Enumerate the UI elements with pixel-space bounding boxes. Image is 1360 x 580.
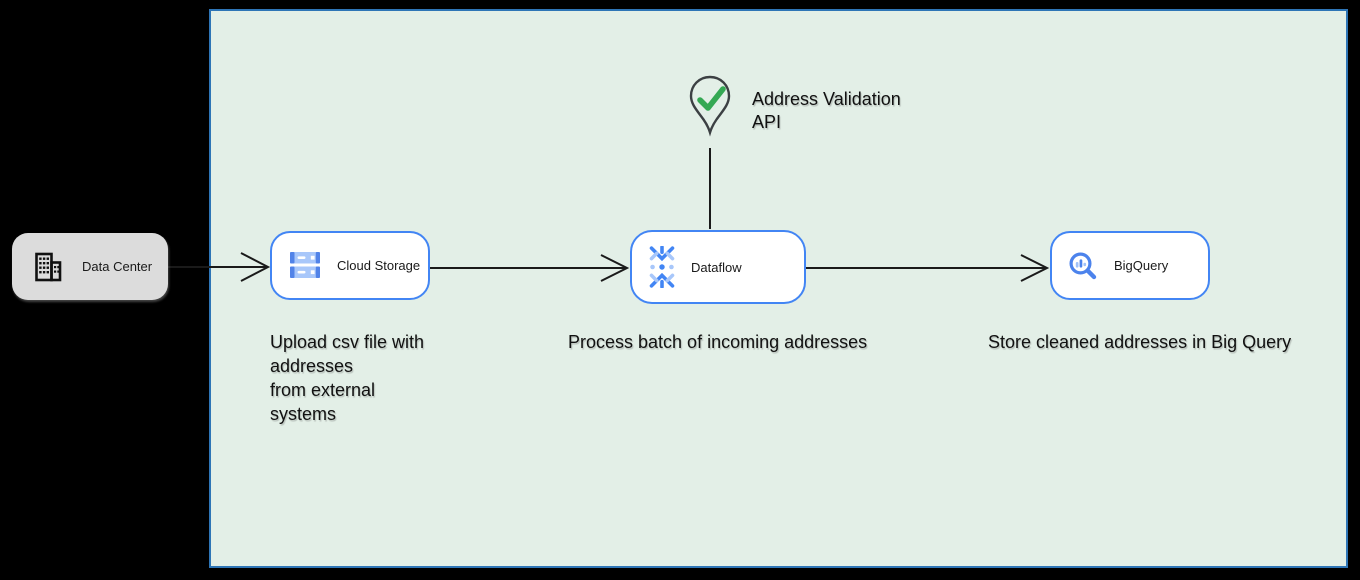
node-label: Data Center bbox=[82, 259, 153, 274]
node-label: Cloud Storage bbox=[337, 258, 421, 273]
dataflow-icon bbox=[649, 246, 675, 288]
cloud-storage-icon bbox=[290, 252, 320, 278]
node-label: BigQuery bbox=[1114, 258, 1169, 273]
node-dataflow[interactable]: Dataflow bbox=[630, 230, 806, 304]
store-caption: Store cleaned addresses in Big Query bbox=[988, 332, 1292, 352]
node-bigquery[interactable]: BigQuery bbox=[1050, 231, 1210, 300]
api-pin-label: Address Validation API bbox=[752, 89, 901, 132]
node-cloud-storage[interactable]: Cloud Storage bbox=[270, 231, 430, 300]
bigquery-icon bbox=[1069, 252, 1097, 279]
node-data-center[interactable]: Data Center bbox=[12, 233, 168, 300]
node-label: Dataflow bbox=[691, 259, 742, 275]
check-icon bbox=[697, 86, 726, 111]
process-caption: Process batch of incoming addresses bbox=[568, 332, 868, 352]
upload-caption: Upload csv file with addresses from exte… bbox=[270, 332, 425, 424]
address-validation-pin-icon bbox=[689, 75, 731, 137]
building-icon bbox=[35, 252, 62, 281]
